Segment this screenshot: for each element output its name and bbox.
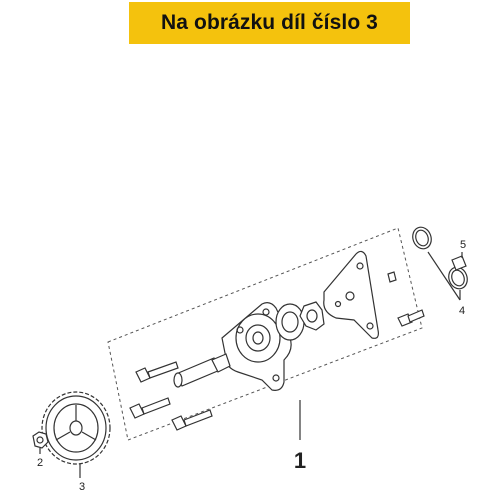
seal-ring-upper [412,226,432,250]
sprocket-nut [32,431,49,449]
dowel-pin [451,255,467,271]
seal-ring-lower [448,266,468,290]
pump-cover-plate [323,250,379,339]
pump-shaft [173,353,231,388]
bolt-3 [171,409,213,431]
oil-pump-sprocket [41,391,111,465]
bolt-1 [135,361,179,383]
callout-1: 1 [294,448,306,473]
assembly-boundary [107,227,423,441]
bolt-4 [397,309,425,327]
banner-text: Na obrázku díl číslo 3 [161,11,378,34]
bolt-2 [129,397,171,419]
callout-2: 2 [37,457,43,469]
leader-seal-rings [427,251,461,301]
callout-5: 5 [460,239,466,251]
inner-rotor [275,303,305,341]
outer-rotor [299,301,325,331]
callout-3: 3 [79,481,85,493]
callout-4: 4 [459,305,465,317]
pump-housing [221,302,292,391]
assembly-dowel [387,271,397,283]
part-number-banner: Na obrázku díl číslo 3 [129,2,410,44]
